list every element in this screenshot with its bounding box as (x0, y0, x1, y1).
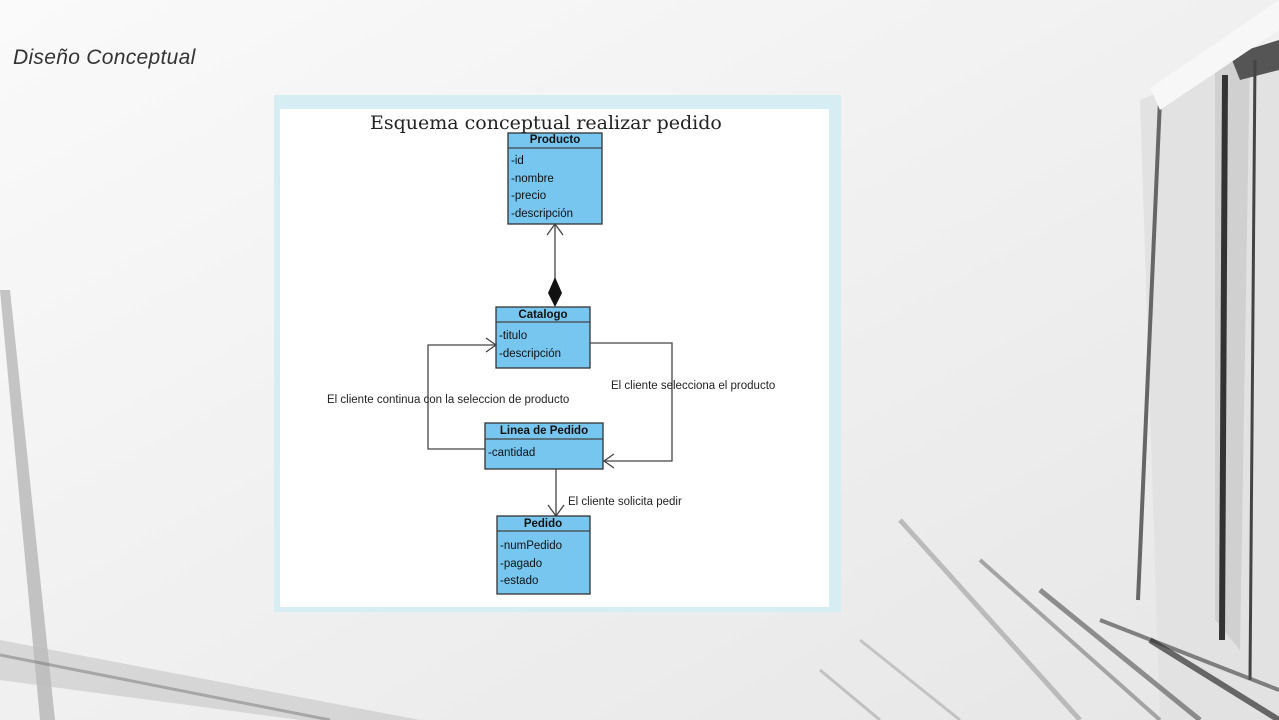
class-producto: Producto -id -nombre -precio -descripció… (507, 132, 603, 225)
arrow-head (602, 453, 615, 469)
class-linea-de-pedido: Linea de Pedido -cantidad (484, 422, 604, 470)
class-pedido-attr: -pagado (500, 558, 542, 570)
class-catalogo-attr: -titulo (499, 330, 527, 342)
class-pedido-name: Pedido (524, 518, 562, 530)
class-producto-attr: -id (511, 155, 524, 167)
arrow-head (485, 337, 498, 353)
composition-diamond (548, 277, 562, 307)
relation-solicita-label: El cliente solicita pedir (568, 496, 682, 508)
class-pedido: Pedido -numPedido -pagado -estado (496, 515, 591, 595)
slide-title: Diseño Conceptual (13, 46, 196, 69)
class-producto-name: Producto (530, 134, 580, 146)
class-catalogo-name: Catalogo (518, 309, 567, 321)
class-pedido-attr: -numPedido (500, 540, 562, 552)
class-linea-attr: -cantidad (488, 447, 535, 459)
class-producto-attr: -descripción (511, 208, 573, 220)
diagram-title: Esquema conceptual realizar pedido (370, 112, 722, 134)
relation-continua-label: El cliente continua con la seleccion de … (327, 394, 569, 406)
class-producto-attr: -nombre (511, 173, 554, 185)
class-catalogo: Catalogo -titulo -descripción (495, 306, 591, 369)
relation-selecciona (590, 342, 673, 462)
class-pedido-attr: -estado (500, 575, 538, 587)
class-producto-attr: -precio (511, 190, 546, 202)
relation-selecciona-label: El cliente selecciona el producto (611, 380, 775, 392)
relation-continua (427, 344, 496, 450)
diagram-canvas: Esquema conceptual realizar pedido Produ… (280, 109, 829, 607)
class-catalogo-attr: -descripción (499, 348, 561, 360)
class-linea-name: Linea de Pedido (500, 425, 588, 437)
arrow-head (546, 222, 564, 236)
uml-diagram: Producto -id -nombre -precio -descripció… (327, 132, 775, 595)
diagram-image: Esquema conceptual realizar pedido Produ… (274, 95, 841, 612)
